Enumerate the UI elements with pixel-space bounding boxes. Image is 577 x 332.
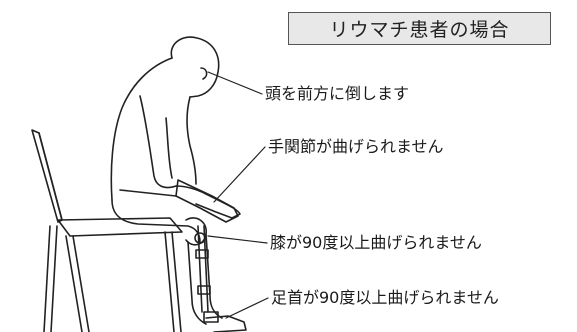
annotation-knee: 膝が90度以上曲げられません <box>270 233 482 252</box>
wrist-splint <box>175 179 239 223</box>
foot <box>205 315 247 332</box>
annotation-head: 頭を前方に倒します <box>265 84 410 103</box>
chair-seat <box>57 217 183 237</box>
upper-arm <box>139 95 177 189</box>
chair-drawing <box>31 129 183 332</box>
chair-back-leg <box>43 225 58 332</box>
leader-knee <box>207 235 268 244</box>
chair-back-rail <box>38 132 63 221</box>
chair-front-leg <box>164 231 182 332</box>
thigh <box>111 199 201 243</box>
brace-strap-lower <box>197 285 211 295</box>
back-line <box>110 57 173 201</box>
diagram-title: リウマチ患者の場合 <box>288 12 551 45</box>
callout-leaders <box>207 71 269 319</box>
chest-line <box>186 96 197 185</box>
upper-arm-inner <box>165 117 173 179</box>
head-outline <box>170 36 220 98</box>
thigh-top <box>119 189 177 197</box>
brace-strap-upper <box>195 249 209 259</box>
leader-wrist <box>213 146 266 203</box>
leader-ankle <box>225 297 269 319</box>
leader-head <box>207 71 263 95</box>
ankle-strap <box>203 311 219 323</box>
patient-figure <box>110 36 247 332</box>
knee-brace-hinge <box>194 232 206 244</box>
annotation-wrist: 手関節が曲げられません <box>268 137 444 156</box>
chair-crossbar <box>65 235 90 332</box>
annotation-ankle: 足首が90度以上曲げられません <box>271 288 499 307</box>
ear <box>200 67 208 80</box>
chair-back-frame <box>31 129 63 223</box>
